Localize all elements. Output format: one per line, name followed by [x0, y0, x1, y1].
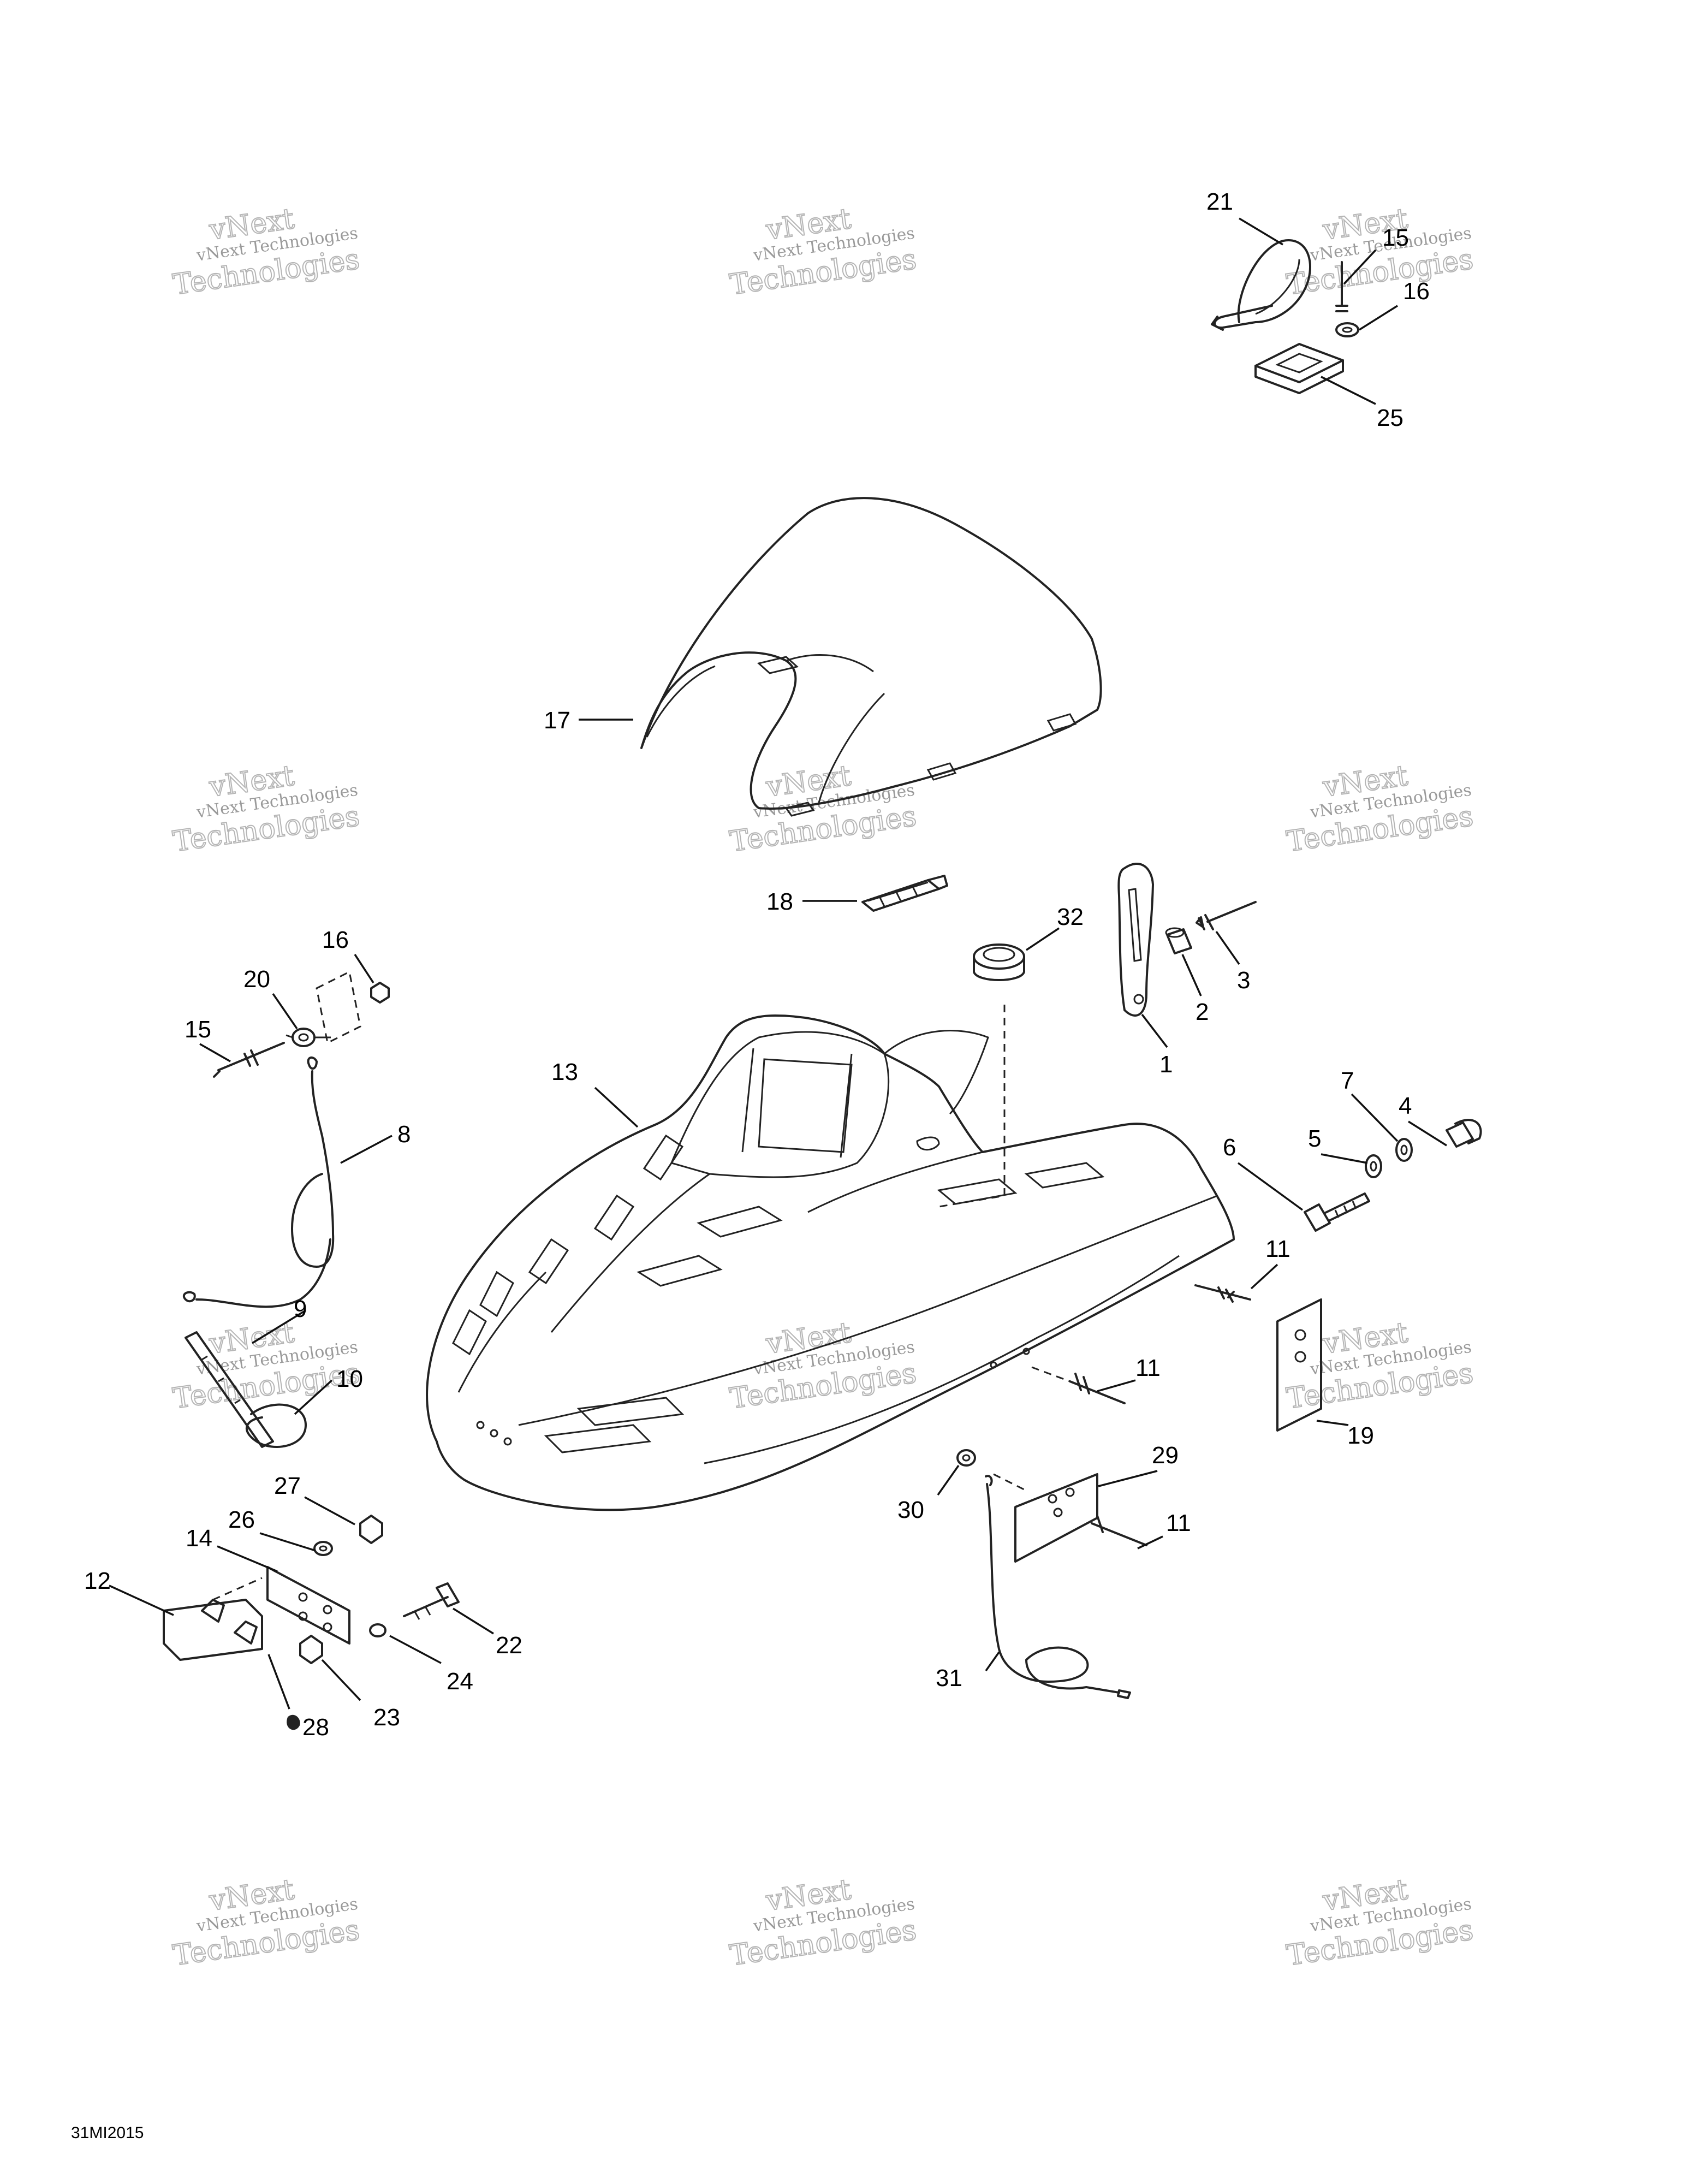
callout-12: 12 — [84, 1568, 111, 1594]
handle-assembly — [1117, 862, 1257, 1017]
callout-11-a: 11 — [1265, 1236, 1290, 1262]
callout-16-left: 16 — [322, 927, 349, 953]
callout-32: 32 — [1057, 904, 1084, 930]
callout-10: 10 — [336, 1366, 363, 1392]
tether-assembly — [182, 970, 390, 1448]
plate-19 — [1194, 1284, 1322, 1432]
callout-3: 3 — [1237, 967, 1250, 994]
callout-8: 8 — [397, 1121, 411, 1148]
callout-19: 19 — [1347, 1422, 1374, 1449]
diagram-code: 31MI2015 — [71, 2124, 144, 2142]
plate-29 — [956, 1449, 1147, 1699]
callout-20: 20 — [243, 966, 270, 993]
callout-7: 7 — [1341, 1067, 1354, 1094]
callout-27: 27 — [274, 1473, 301, 1499]
clip — [861, 875, 948, 912]
leader-lines — [109, 217, 1447, 1710]
callout-23: 23 — [373, 1704, 400, 1731]
windshield — [640, 497, 1102, 817]
callout-labels: 21 15 16 25 17 18 32 1 2 3 4 7 5 6 11 11… — [84, 188, 1430, 1741]
callout-25: 25 — [1377, 405, 1403, 431]
callout-22: 22 — [496, 1632, 522, 1659]
cable-tie-group — [1211, 239, 1359, 394]
callout-5: 5 — [1308, 1125, 1321, 1152]
callout-2: 2 — [1196, 999, 1209, 1025]
callout-17: 17 — [544, 707, 570, 734]
grommet — [973, 943, 1025, 981]
hinge-assembly — [163, 1515, 460, 1730]
hood — [426, 1005, 1235, 1511]
callout-9: 9 — [294, 1296, 307, 1322]
callout-15-left: 15 — [185, 1016, 211, 1043]
callout-24: 24 — [447, 1668, 473, 1695]
callout-16-top: 16 — [1403, 278, 1430, 305]
callout-15-top: 15 — [1382, 224, 1409, 251]
callout-11-b: 11 — [1135, 1355, 1161, 1381]
callout-14: 14 — [186, 1525, 212, 1552]
rivet-11-side — [1031, 1366, 1126, 1404]
callout-13: 13 — [551, 1059, 578, 1085]
callout-21: 21 — [1206, 188, 1233, 215]
callout-18: 18 — [766, 888, 793, 915]
callout-11-c: 11 — [1166, 1510, 1191, 1536]
callout-4: 4 — [1399, 1093, 1412, 1119]
callout-31: 31 — [936, 1665, 962, 1692]
callout-1: 1 — [1159, 1051, 1173, 1078]
callout-6: 6 — [1223, 1134, 1236, 1161]
callout-30: 30 — [897, 1497, 924, 1523]
bolt-assembly — [1304, 1119, 1482, 1232]
callout-29: 29 — [1152, 1442, 1179, 1469]
callout-28: 28 — [302, 1714, 329, 1741]
callout-26: 26 — [228, 1506, 255, 1533]
